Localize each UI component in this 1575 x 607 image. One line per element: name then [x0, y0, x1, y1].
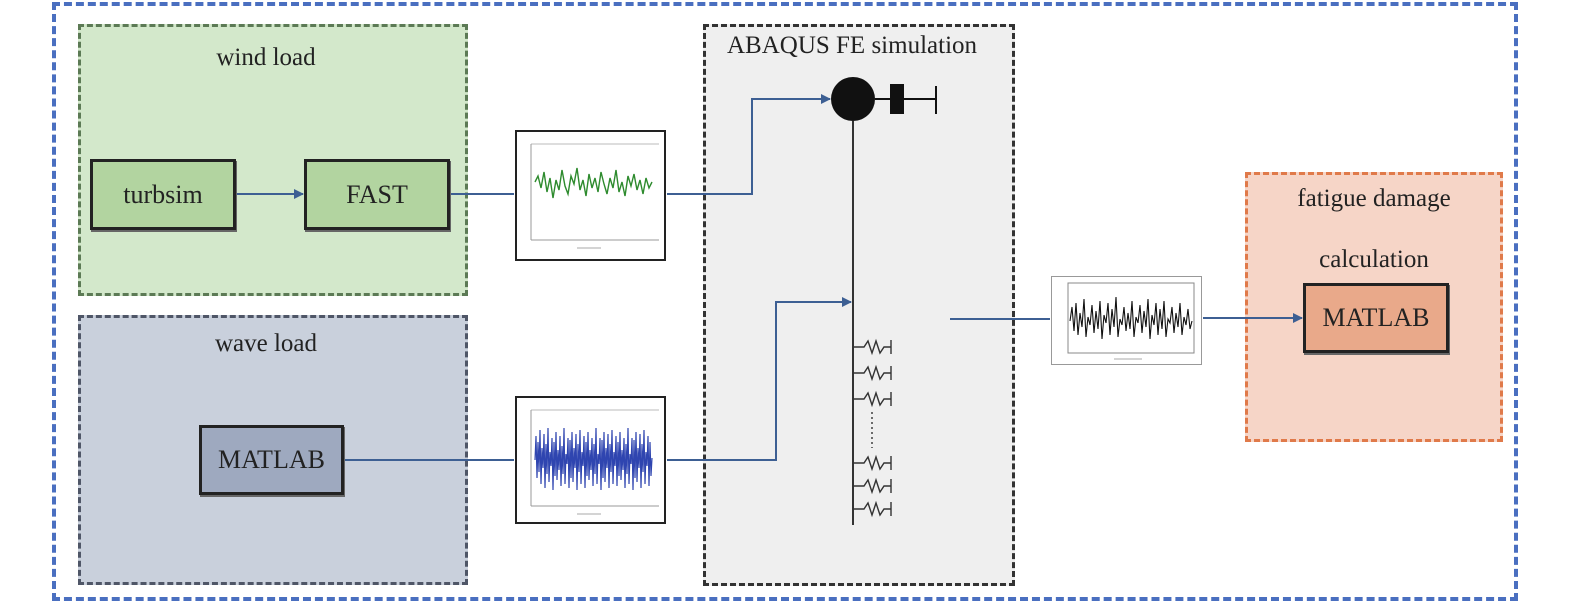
fatigue-title-line1: fatigue damage	[1297, 185, 1451, 212]
damper-icon	[890, 84, 904, 114]
wave-signal-trace	[534, 427, 653, 491]
wave-load-title: wave load	[214, 330, 318, 357]
soil-spring-icon	[853, 338, 892, 518]
rotor-node-icon	[831, 77, 875, 121]
wind-signal-plot	[515, 130, 666, 261]
wind-signal-trace	[534, 167, 653, 199]
turbsim-box[interactable]: turbsim	[90, 159, 236, 230]
abaqus-title: ABAQUS FE simulation	[726, 32, 978, 59]
fatigue-title-line2: calculation	[1319, 246, 1429, 273]
wind-load-title: wind load	[216, 44, 316, 71]
matlab-wave-box[interactable]: MATLAB	[199, 425, 344, 495]
arrow-wave-to-tower	[667, 297, 852, 461]
output-signal-plot	[1051, 276, 1202, 365]
structure-model	[831, 77, 937, 525]
arrow-wind-to-node	[667, 94, 831, 195]
matlab-fatigue-box[interactable]: MATLAB	[1303, 283, 1449, 353]
output-signal-trace	[1069, 296, 1193, 340]
fast-box[interactable]: FAST	[304, 159, 450, 230]
outer-frame	[52, 2, 1518, 601]
wave-signal-plot	[515, 396, 666, 524]
